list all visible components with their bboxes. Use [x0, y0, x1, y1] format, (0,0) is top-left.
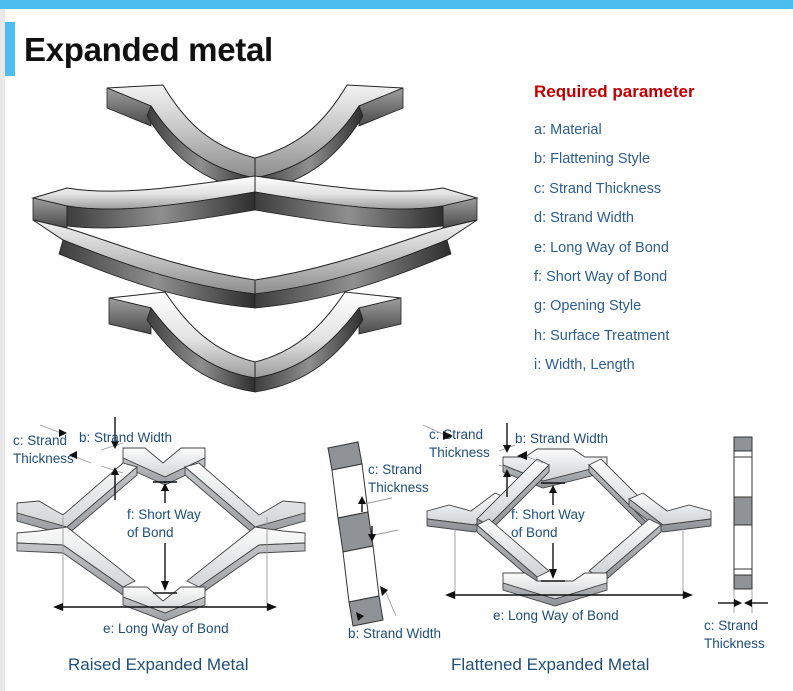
raised-strand-width-label: b: Strand Width [79, 430, 172, 445]
flattened-short-way-label-line1: f: Short Way [511, 507, 585, 522]
flattened-strand-thickness-label-line2: Thickness [429, 445, 490, 460]
raised-diagram-caption: Raised Expanded Metal [68, 655, 249, 674]
top-accent-bar [0, 0, 793, 9]
page-title: Expanded metal [24, 31, 273, 68]
flattened-expanded-metal-diagram: c: Strand Thickness b: Strand Width f: S… [422, 415, 715, 645]
flattened-strand-thickness-label-line1: c: Strand [429, 427, 483, 442]
parameter-item-h: h: Surface Treatment [534, 327, 670, 344]
parameter-item-f: f: Short Way of Bond [534, 269, 668, 286]
expanded-metal-hero-illustration [5, 80, 505, 395]
raised-strand-thickness-label-line2: Thickness [13, 451, 74, 466]
strand-cross-section-detail: c: Strand Thickness b: Strand Width [300, 440, 485, 645]
parameter-item-a: a: Material [534, 122, 602, 138]
parameter-item-c: c: Strand Thickness [534, 180, 662, 197]
detail-strand-thickness-label-line2: Thickness [368, 480, 429, 495]
raised-strand-thickness-label-line1: c: Strand [13, 433, 67, 448]
flattened-diagram-caption: Flattened Expanded Metal [451, 655, 650, 674]
raised-long-way-label: e: Long Way of Bond [103, 621, 229, 636]
left-edge-strip [0, 9, 5, 691]
parameter-item-d: d: Strand Width [534, 210, 634, 227]
raised-short-way-label-line1: f: Short Way [127, 507, 201, 522]
raised-short-way-label-line2: of Bond [127, 525, 174, 540]
parameter-item-b: b: Flattening Style [534, 151, 651, 168]
required-parameter-panel: Required parameter a: Material b: Flatte… [534, 82, 784, 381]
parameter-item-i: i: Width, Length [534, 357, 635, 374]
edge-strand-thickness-label-line1: c: Strand [704, 618, 758, 633]
raised-expanded-metal-diagram: c: Strand Thickness b: Strand Width f: S… [5, 415, 335, 650]
flattened-strand-width-label: b: Strand Width [515, 431, 608, 446]
parameter-item-g: g: Opening Style [534, 298, 642, 315]
flattened-long-way-label: e: Long Way of Bond [493, 608, 619, 623]
detail-strand-thickness-label-line1: c: Strand [368, 462, 422, 477]
flattened-short-way-label-line2: of Bond [511, 525, 558, 540]
edge-thickness-detail: c: Strand Thickness [700, 425, 793, 651]
required-parameter-heading: Required parameter [534, 82, 695, 101]
title-accent-bar [5, 22, 15, 76]
parameter-item-e: e: Long Way of Bond [534, 239, 669, 256]
detail-strand-width-label: b: Strand Width [348, 626, 441, 641]
edge-strand-thickness-label-line2: Thickness [704, 636, 765, 651]
